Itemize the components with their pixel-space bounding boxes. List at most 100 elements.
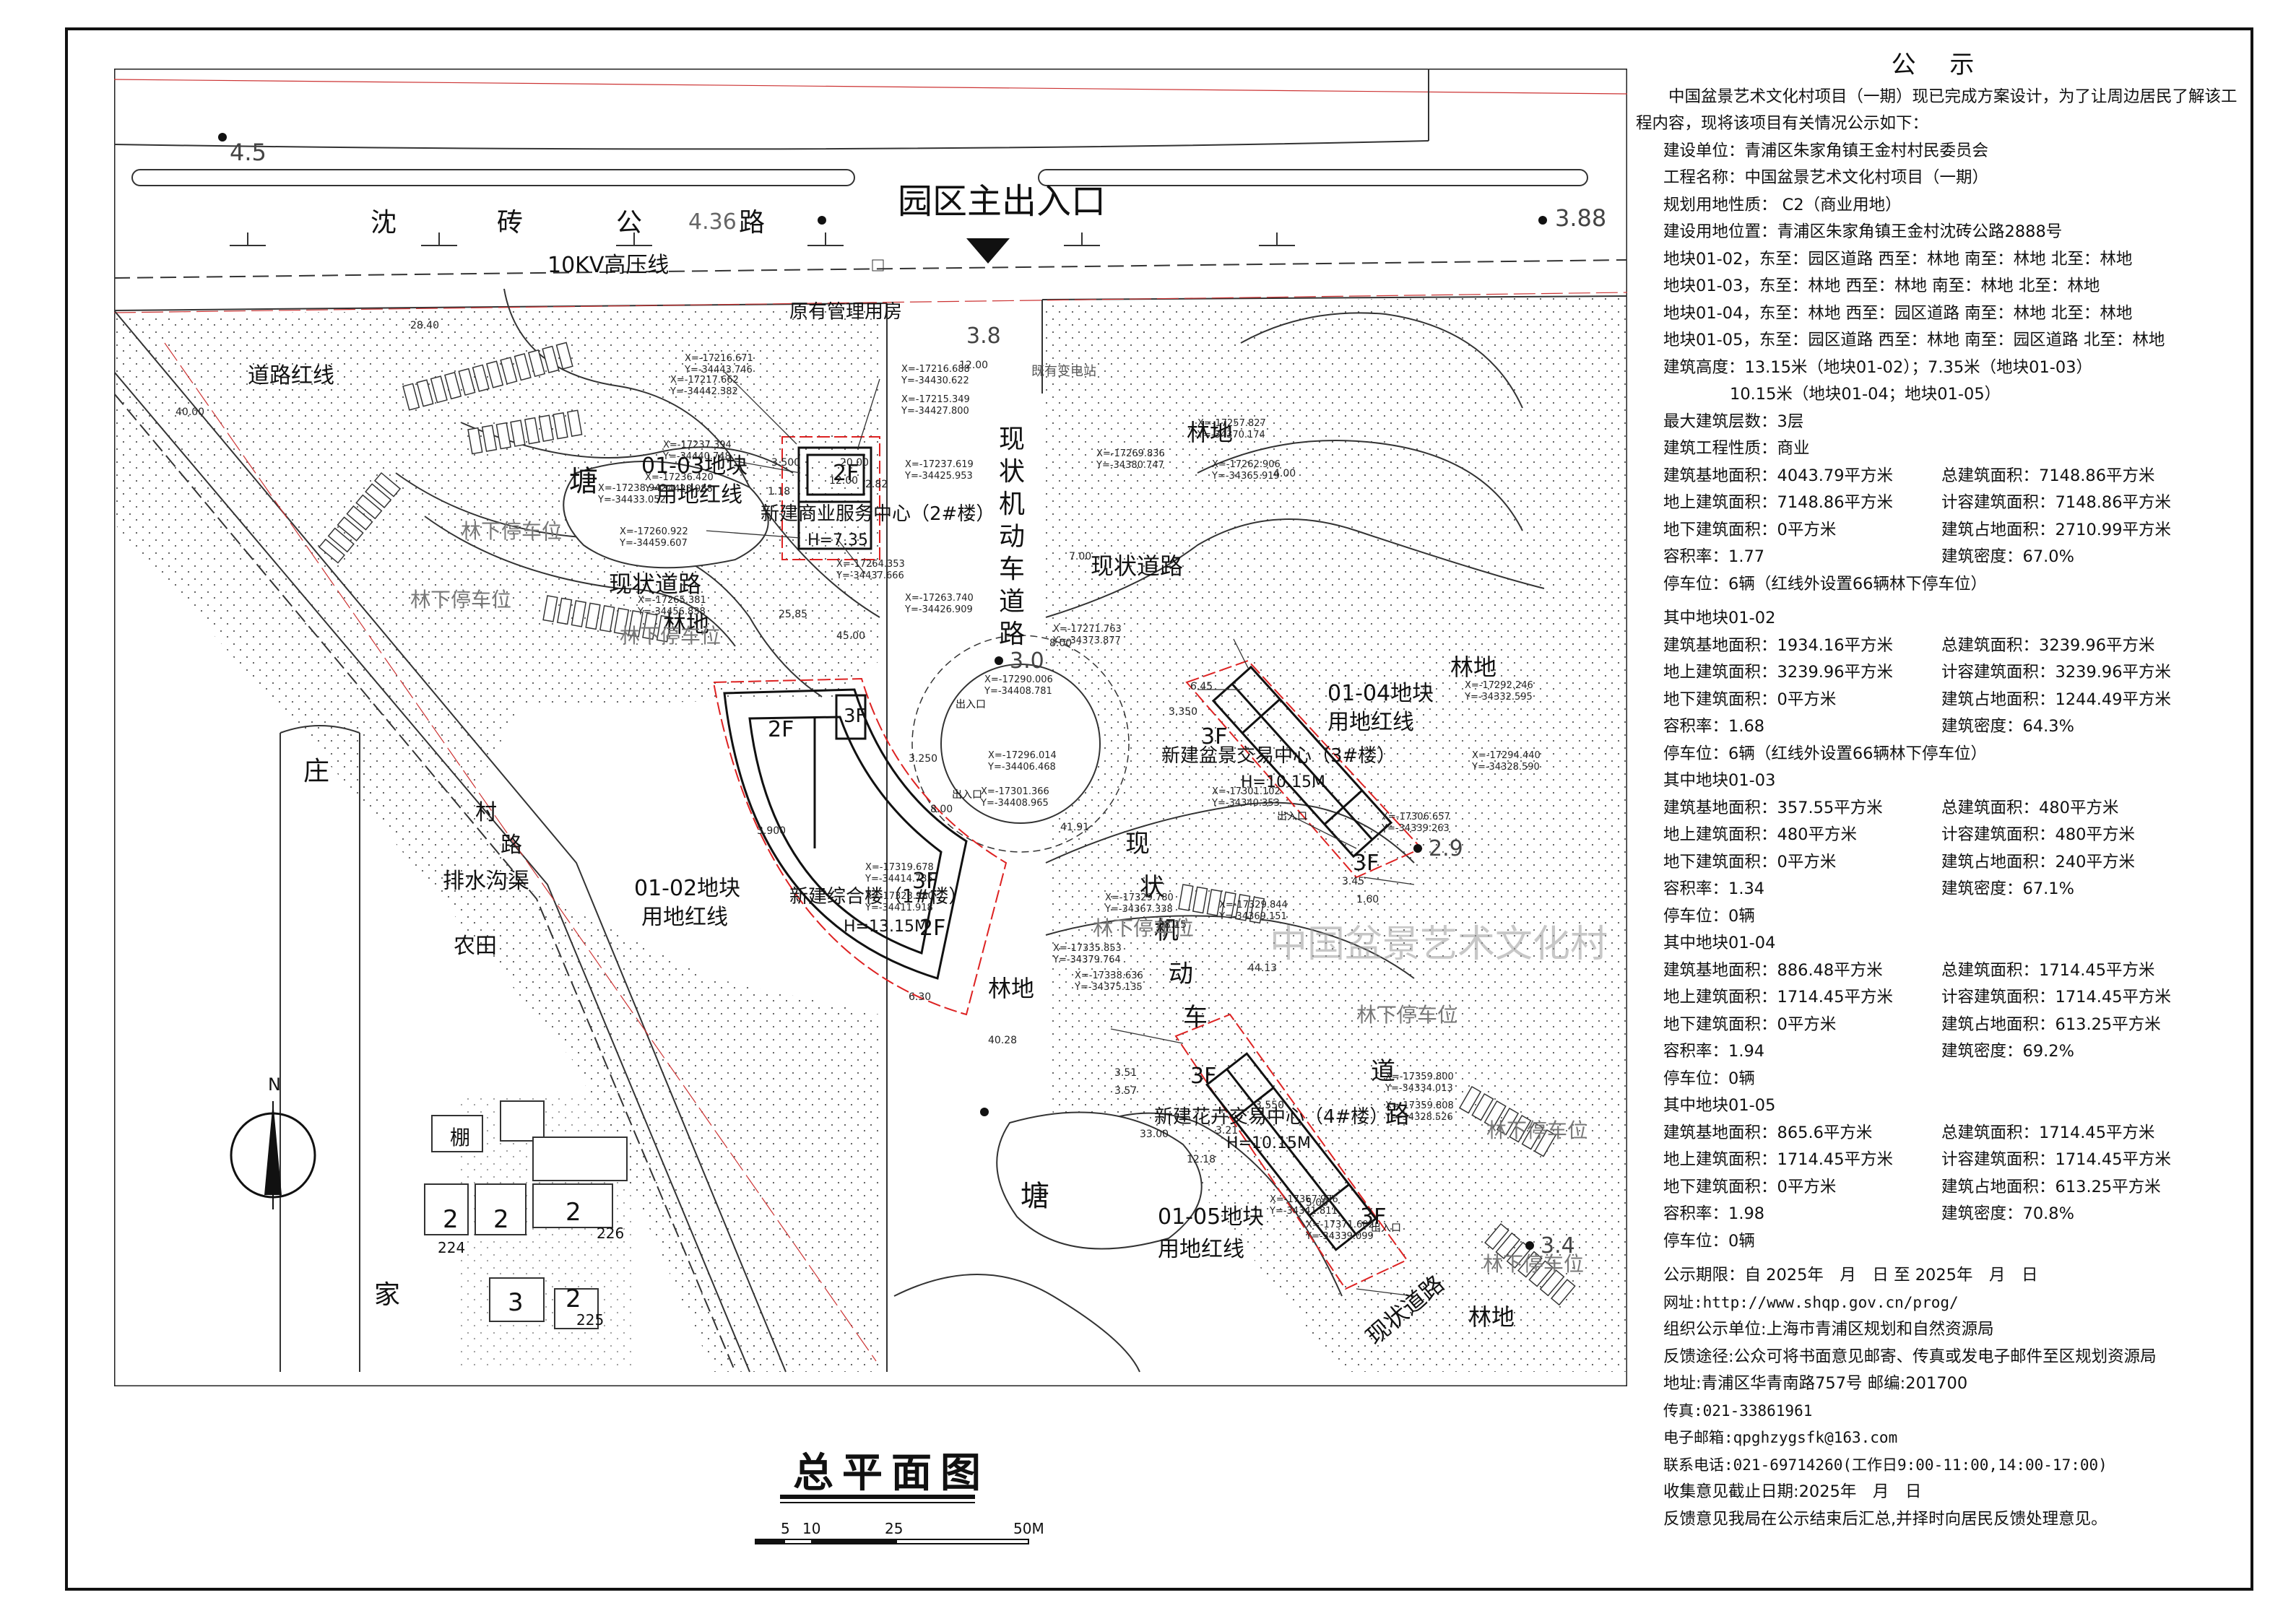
old-mgmt-label: 原有管理用房 [789, 301, 902, 323]
plan-title-underline [780, 1495, 975, 1499]
plot-0105-boundary [1174, 1013, 1408, 1290]
plot-0105-far: 容积率：1.98 [1663, 1204, 1765, 1223]
plot-0105-below-area: 地下建筑面积：0平方米 [1663, 1177, 1837, 1196]
road-char-2: 砖 [497, 208, 523, 238]
watermark-text: 中国盆景艺术文化村 [1270, 923, 1608, 966]
motor-road2-c7: 路 [1385, 1100, 1410, 1129]
scale-seg-4 [896, 1539, 1029, 1544]
coordinate-label: X=-17292.246 [1465, 680, 1533, 691]
plot-0105-row-3: 地下建筑面积：0平方米建筑占地面积：613.25平方米 [1636, 1174, 2243, 1201]
coordinate-label: X=-17260.922 [620, 526, 688, 537]
house-num-1: 2 [443, 1205, 459, 1234]
floor-tag-3f-e: 3F [1190, 1064, 1216, 1089]
tree-parking-5: 林下停车位 [1356, 1003, 1457, 1027]
dimension-label: 3.21 [1216, 1125, 1238, 1137]
dimension-label: 1.18 [768, 486, 790, 497]
entry-label-2: 出入口 [952, 789, 982, 801]
plot-0104-row-1: 建筑基地面积：886.48平方米总建筑面积：1714.45平方米 [1636, 957, 2243, 985]
plot-0105-parking: 停车位：0辆 [1663, 1231, 1755, 1251]
notice-website[interactable]: 网址:http://www.shqp.gov.cn/prog/ [1663, 1293, 1959, 1311]
entry-label-1: 出入口 [956, 699, 986, 710]
floor-tag-3f-f: 3F [1360, 1204, 1386, 1230]
shed-label: 棚 [450, 1126, 470, 1150]
plot-0102-above-area: 地上建筑面积：3239.96平方米 [1663, 663, 1894, 682]
total-row-3: 地下建筑面积：0平方米建筑占地面积：2710.99平方米 [1636, 517, 2243, 544]
forest-label-3: 林地 [988, 975, 1034, 1002]
notice-line-location: 建设用地位置：青浦区朱家角镇王金村沈砖公路2888号 [1663, 222, 2063, 241]
plot-0105-floor-area: 总建筑面积：1714.45平方米 [1941, 1123, 2155, 1142]
coordinate-label: X=-17238.942 [598, 483, 667, 494]
plot-0104-density: 建筑密度：69.2% [1941, 1042, 2074, 1061]
pond-label-2: 塘 [1021, 1180, 1049, 1213]
plot-0103-boundary [781, 436, 880, 560]
total-below-area: 地下建筑面积：0平方米 [1663, 520, 1837, 539]
coordinate-label: X=-17217.662 [670, 375, 739, 386]
plot-0105-row-2: 地上建筑面积：1714.45平方米计容建筑面积：1714.45平方米 [1636, 1147, 2243, 1174]
total-base-area: 建筑基地面积：4043.79平方米 [1663, 466, 1894, 485]
plot-0103-row-2: 地上建筑面积：480平方米计容建筑面积：480平方米 [1636, 822, 2243, 849]
coordinate-label: Y=-34379.764 [1052, 955, 1121, 965]
scale-mark-50m: 50M [1013, 1520, 1044, 1537]
coordinate-label: X=-17257.827 [1197, 418, 1266, 429]
house-num-8: 225 [576, 1311, 604, 1329]
pond-label-1: 塘 [569, 465, 598, 498]
notice-title: 公 示 [1891, 51, 1988, 79]
notice-panel: 公 示 中国盆景艺术文化村项目（一期）现已完成方案设计，为了让周边居民了解该工程… [1636, 51, 2243, 1533]
floor-tag-2f-b: 2F [768, 717, 794, 742]
bldg3-name: 新建盆景交易中心（3#楼） [1161, 745, 1395, 767]
dimension-label: 28.40 [410, 320, 439, 331]
existing-road-left: 现状道路 [609, 570, 701, 598]
motor-road-c4: 动 [999, 522, 1025, 552]
plot-0103-label: 01-03地块 [641, 453, 748, 479]
notice-phone: 联系电话:021-69714260(工作日9:00-11:00,14:00-17… [1663, 1456, 2107, 1474]
coordinate-label: X=-17329.780 [1105, 892, 1174, 903]
road-redline-top [114, 79, 1627, 95]
coordinate-label: X=-17271.763 [1053, 624, 1122, 635]
notice-line-plot-0102: 地块01-02，东至：园区道路 西至：林地 南至：林地 北至：林地 [1663, 249, 2133, 269]
coordinate-label: X=-17215.349 [901, 394, 970, 405]
coordinate-label: Y=-34365.919 [1211, 471, 1280, 482]
dimension-label: 7.00 [1069, 551, 1091, 562]
coordinate-label: X=-17236.420 [645, 472, 714, 483]
dimension-label: 3.57 [1114, 1085, 1137, 1097]
plot-0104-row-2: 地上建筑面积：1714.45平方米计容建筑面积：1714.45平方米 [1636, 984, 2243, 1012]
plot-0104-below-area: 地下建筑面积：0平方米 [1663, 1014, 1837, 1034]
plot-0102-row-3: 地下建筑面积：0平方米建筑占地面积：1244.49平方米 [1636, 687, 2243, 714]
plot-0103-footprint: 建筑占地面积：240平方米 [1941, 852, 2135, 872]
farmland-label: 农田 [454, 934, 497, 959]
coordinate-label: Y=-34328.590 [1471, 762, 1540, 773]
dimension-label: 5.00 [1306, 1197, 1328, 1209]
plot-0102-redline: 用地红线 [641, 905, 728, 930]
existing-road-right: 现状道路 [1091, 552, 1183, 580]
plot-0105-redline: 用地红线 [1158, 1237, 1244, 1262]
road-redline-label: 道路红线 [248, 363, 334, 388]
plot-0102-floor-area: 总建筑面积：3239.96平方米 [1941, 635, 2155, 655]
pond-south [996, 1111, 1203, 1250]
notice-org: 组织公示单位:上海市青浦区规划和自然资源局 [1663, 1320, 1994, 1339]
elevation-3-0: 3.0 [1010, 648, 1044, 674]
house-num-6: 224 [438, 1239, 465, 1256]
notice-deadline: 收集意见截止日期:2025年 月 日 [1663, 1482, 1922, 1501]
plot-0102-boundary [712, 677, 1008, 1016]
dimension-label: 2.82 [865, 479, 888, 490]
scale-mark-25: 25 [885, 1520, 904, 1537]
building-1 [723, 688, 968, 980]
coordinate-label: X=-17371.602 [1306, 1220, 1374, 1230]
plot-0104-base-area: 建筑基地面积：886.48平方米 [1663, 960, 1883, 980]
coordinate-label: X=-17335.853 [1053, 943, 1122, 954]
forest-label-1: 林地 [1187, 419, 1233, 446]
coordinate-label: Y=-34339.099 [1305, 1231, 1374, 1242]
plot-0103-row-3: 地下建筑面积：0平方米建筑占地面积：240平方米 [1636, 849, 2243, 877]
coordinate-label: Y=-34442.382 [670, 386, 738, 397]
coordinate-label: Y=-34425.953 [904, 471, 973, 482]
notice-email[interactable]: 电子邮箱:qpghzygsfk@163.com [1663, 1429, 1898, 1446]
total-far-area: 计容建筑面积：7148.86平方米 [1941, 493, 2172, 512]
plot-0105-above-area: 地上建筑面积：1714.45平方米 [1663, 1150, 1894, 1169]
plot-0104-row-3: 地下建筑面积：0平方米建筑占地面积：613.25平方米 [1636, 1012, 2243, 1039]
north-label: N [268, 1074, 281, 1095]
dimension-label: 8.00 [930, 804, 953, 815]
coordinate-label: Y=-34369.151 [1218, 911, 1287, 922]
plot-0105-label: 01-05地块 [1158, 1204, 1264, 1230]
plot-0102-row-2: 地上建筑面积：3239.96平方米计容建筑面积：3239.96平方米 [1636, 659, 2243, 687]
